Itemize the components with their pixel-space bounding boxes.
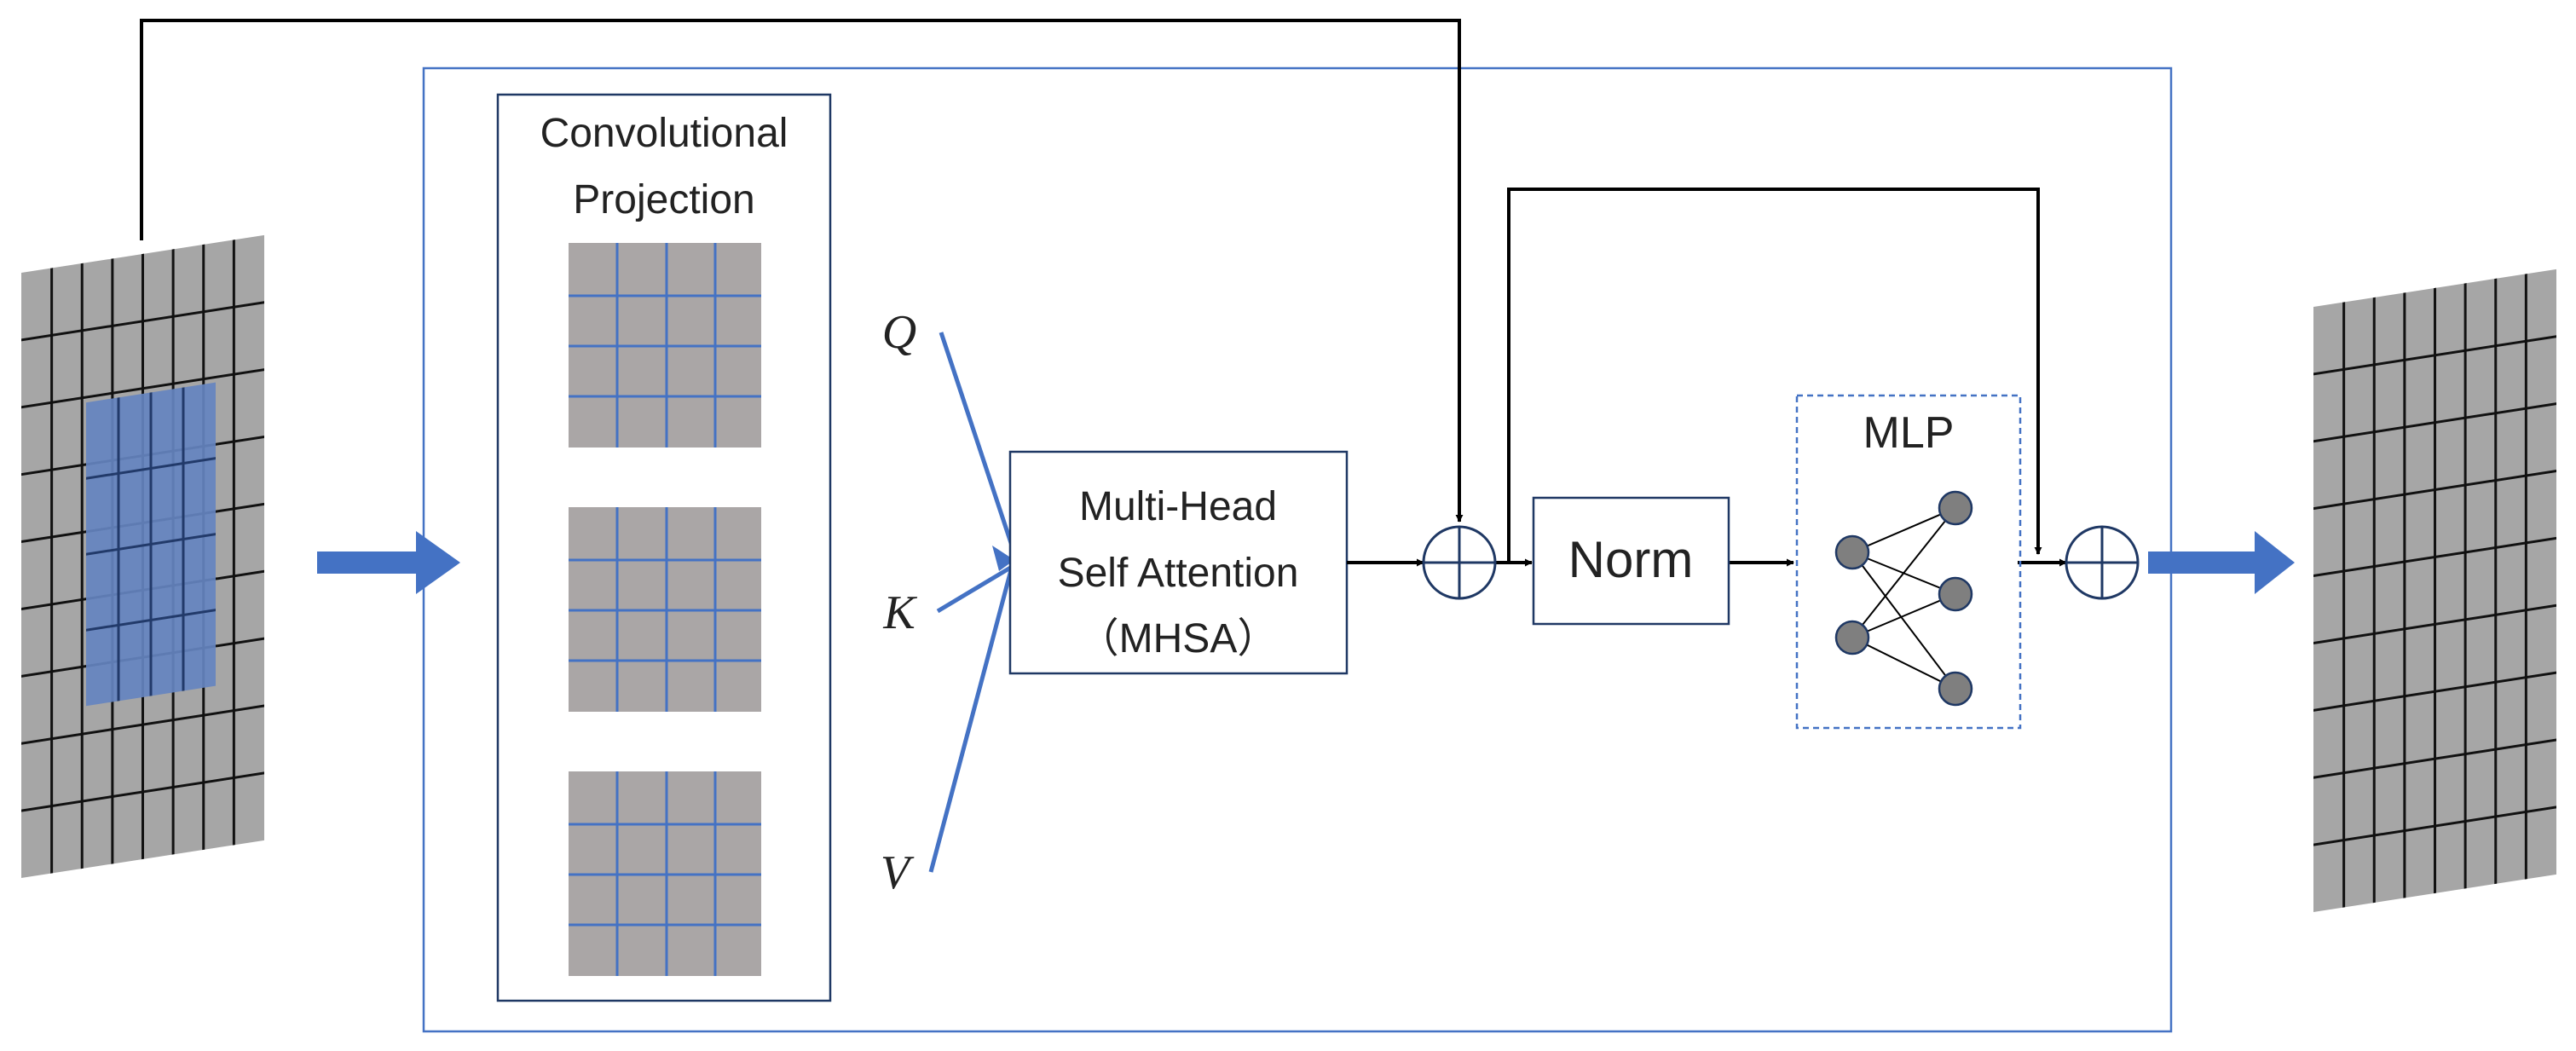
- output-arrow: [2148, 531, 2295, 594]
- residual-skip-1: [140, 19, 1464, 523]
- mhsa-box: [1008, 450, 1349, 675]
- qkv-lines: [928, 332, 1014, 873]
- mlp-network: [1834, 490, 1973, 707]
- v-label: V: [881, 846, 915, 899]
- norm-label: Norm: [1568, 531, 1694, 588]
- mlp-node: [1938, 671, 1973, 707]
- residual-skip-2: [1507, 188, 2042, 563]
- mlp-node: [1938, 576, 1973, 612]
- add-operator-1: [1422, 525, 1497, 600]
- mlp-node: [1938, 490, 1973, 526]
- add-operator-2: [2065, 525, 2140, 600]
- mlp-node: [1834, 534, 1870, 570]
- connections: [140, 19, 2067, 567]
- projection-kernel: [569, 771, 761, 976]
- q-line: [939, 332, 1014, 546]
- q-label: Q: [882, 306, 916, 359]
- k-label: K: [882, 586, 917, 639]
- mlp-label: MLP: [1863, 408, 1955, 458]
- norm-box: [1532, 496, 1730, 626]
- mhsa-label-line1: Multi-Head: [1079, 484, 1277, 529]
- conv-projection-box: [496, 93, 832, 1002]
- input-feature-map: [21, 234, 264, 878]
- mhsa-label-line3: （MHSA）: [1078, 616, 1279, 661]
- output-feature-map: [2313, 269, 2556, 912]
- mhsa-label-line2: Self Attention: [1058, 551, 1299, 596]
- conv-projection-title-line2: Projection: [573, 177, 754, 222]
- v-line: [928, 566, 1014, 873]
- qkv-arrowhead: [992, 546, 1014, 571]
- conv-projection-title-line1: Convolutional: [540, 111, 788, 156]
- mlp-box: [1795, 394, 2022, 730]
- mlp-node: [1834, 620, 1870, 655]
- projection-kernel: [569, 507, 761, 712]
- k-line: [936, 564, 1014, 614]
- projection-kernel: [569, 243, 761, 448]
- input-arrow: [317, 531, 460, 594]
